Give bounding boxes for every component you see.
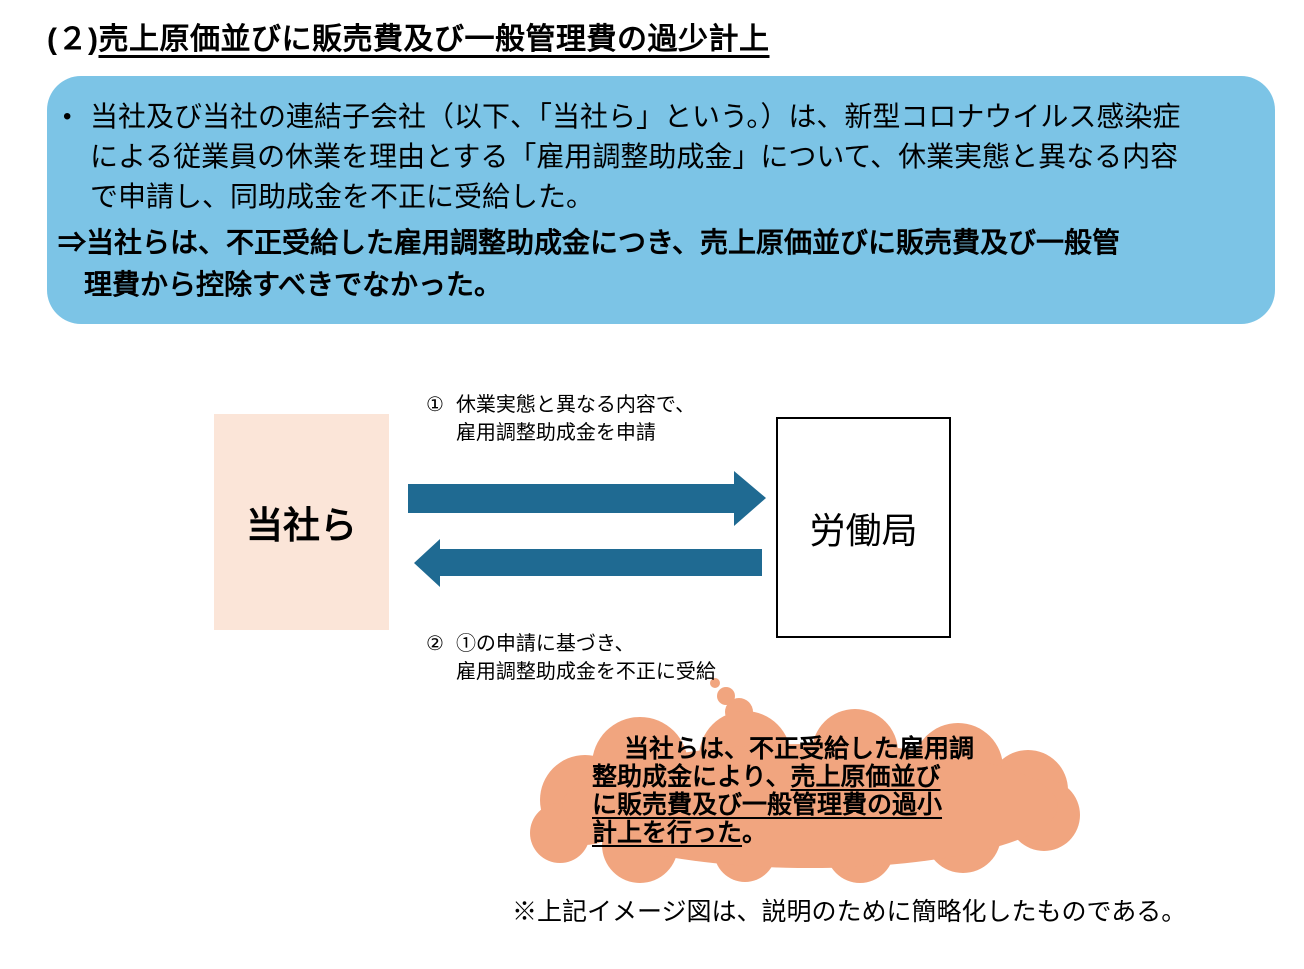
apply-arrow <box>408 471 766 526</box>
company-box-label: 当社ら <box>246 505 357 546</box>
receive-arrow-label-lines: ①の申請に基づき、 雇用調整助成金を不正に受給 <box>456 630 716 686</box>
circled-1-marker: ① <box>426 394 444 416</box>
cloud-line-4-underlined: 計上を行った <box>592 819 743 847</box>
summary-conclusion-line-2: 理費から控除すべきでなかった。 <box>84 269 503 300</box>
cloud-line-1-text: 当社らは、不正受給した雇用調 <box>624 735 975 763</box>
thought-trail-dots <box>710 678 753 726</box>
cloud-line-3-underlined: に販売費及び一般管理費の過小 <box>592 791 943 819</box>
labor-bureau-box: 労働局 <box>776 417 951 638</box>
cloud-line-1: 当社らは、不正受給した雇用調 <box>592 735 1012 763</box>
circled-2-marker: ② <box>426 633 444 655</box>
labor-bureau-box-label: 労働局 <box>809 509 918 551</box>
receive-arrow <box>414 539 762 587</box>
summary-box: • 当社及び当社の連結子会社（以下、「当社ら」という。）は、新型コロナウイルス感… <box>47 76 1275 324</box>
summary-line-2: による従業員の休業を理由とする「雇用調整助成金」について、休業実態と異なる内容 <box>90 141 1179 172</box>
footnote: ※上記イメージ図は、説明のために簡略化したものである。 <box>512 898 1187 926</box>
thought-cloud-text: 当社らは、不正受給した雇用調 整助成金により、売上原価並び に販売費及び一般管理… <box>592 735 1012 847</box>
cloud-line-4: 計上を行った。 <box>592 819 1012 847</box>
apply-arrow-label-line-1: 休業実態と異なる内容で、 <box>455 394 696 416</box>
title-underlined-text: 売上原価並びに販売費及び一般管理費の過少計上 <box>98 23 770 56</box>
page-title: (２)売上原価並びに販売費及び一般管理費の過少計上 <box>47 14 769 58</box>
company-box: 当社ら <box>214 414 389 630</box>
summary-conclusion-line-1: ⇒当社らは、不正受給した雇用調整助成金につき、売上原価並びに販売費及び一般管 <box>58 227 1121 258</box>
cloud-line-2-underlined: 売上原価並び <box>790 763 941 791</box>
cloud-line-2-plain: 整助成金により、 <box>592 763 791 791</box>
receive-arrow-label-line-1: ①の申請に基づき、 <box>455 633 635 655</box>
apply-arrow-label-line-2: 雇用調整助成金を申請 <box>455 422 656 444</box>
receive-arrow-label-line-2: 雇用調整助成金を不正に受給 <box>455 661 716 683</box>
cloud-line-2: 整助成金により、売上原価並び <box>592 763 1012 791</box>
cloud-line-3: に販売費及び一般管理費の過小 <box>592 791 1012 819</box>
apply-arrow-label: ① 休業実態と異なる内容で、 雇用調整助成金を申請 <box>426 391 695 447</box>
cloud-line-4-plain: 。 <box>742 819 768 847</box>
summary-line-3: で申請し、同助成金を不正に受給した。 <box>90 181 595 212</box>
title-prefix: (２) <box>47 23 99 56</box>
apply-arrow-label-lines: 休業実態と異なる内容で、 雇用調整助成金を申請 <box>456 391 695 447</box>
bullet-icon: • <box>63 103 72 130</box>
receive-arrow-label: ② ①の申請に基づき、 雇用調整助成金を不正に受給 <box>426 630 716 686</box>
summary-line-1: 当社及び当社の連結子会社（以下、「当社ら」という。）は、新型コロナウイルス感染症 <box>90 101 1181 132</box>
